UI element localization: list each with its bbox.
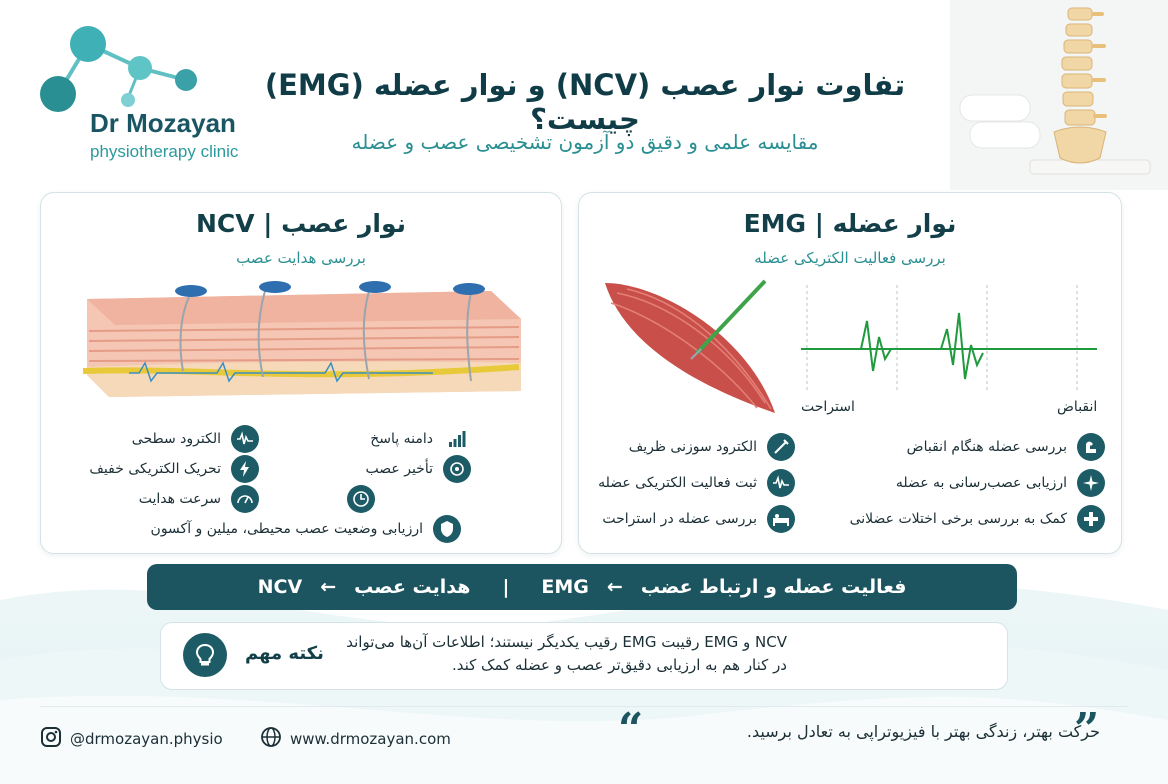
- emg-feature-disorders: کمک به بررسی برخی اختلات عضلانی: [850, 505, 1105, 533]
- page-subtitle: مقایسه علمی و دقیق دو آزمون تشخیصی عصب و…: [351, 130, 819, 154]
- footer-quote: حرکت بهتر، زندگی بهتر با فیزیوتراپی به ت…: [746, 722, 1100, 741]
- emg-label-contraction: انقباض: [1057, 399, 1098, 415]
- bed-icon: [767, 505, 795, 533]
- ncv-feature-stimulation: تحریک الکتریکی خفیف: [89, 455, 259, 483]
- website-link[interactable]: www.drmozayan.com: [260, 726, 451, 752]
- ncv-feature-latency: تأخیر عصب: [366, 455, 471, 483]
- ncv-card: NCV | نوار عصب بررسی هدایت عصب الکترود س…: [40, 192, 562, 554]
- needle-icon: [767, 433, 795, 461]
- ncv-feature-conduction-velocity: سرعت هدایت: [139, 485, 259, 513]
- ncv-feature-peripheral-nerve: ارزیابی وضعیت عصب محیطی، میلین و آکسون: [151, 515, 461, 543]
- note-text: NCV و EMG رقیبت EMG رقیب یکدیگر نیستند؛ …: [346, 633, 787, 674]
- emg-label-rest: استراحت: [801, 399, 855, 415]
- page-title: تفاوت نوار عصب (NCV) و نوار عضله (EMG) چ…: [264, 68, 906, 136]
- molecule-logo-icon: [40, 26, 197, 112]
- flexed-arm-icon: [1077, 433, 1105, 461]
- footer-divider: [40, 706, 1128, 707]
- lightning-icon: [231, 455, 259, 483]
- banner-emg-text: فعالیت عضله و ارتباط عضب: [640, 576, 907, 598]
- muscle-needle-illustration: [605, 279, 775, 413]
- instagram-icon: [40, 726, 62, 752]
- spark-icon: [1077, 469, 1105, 497]
- quote-close-icon: ”: [1074, 704, 1100, 755]
- summary-banner: فعالیت عضله و ارتباط عضب ← EMG | هدایت ع…: [147, 564, 1017, 610]
- emg-feature-needle-electrode: الکترود سوزنی ظریف: [629, 433, 795, 461]
- instagram-link[interactable]: @drmozayan.physio: [40, 726, 223, 752]
- lightbulb-icon: [183, 633, 227, 677]
- emg-title: EMG | نوار عضله: [743, 209, 957, 238]
- spine-model-image: [950, 0, 1168, 190]
- banner-ncv-abbr: NCV: [257, 576, 303, 598]
- banner-emg-abbr: EMG: [541, 576, 589, 598]
- ncv-title: NCV | نوار عصب: [195, 209, 407, 238]
- banner-arrow-emg: ←: [606, 576, 623, 598]
- emg-feature-contraction: بررسی عضله هنگام انقباض: [907, 433, 1105, 461]
- emg-signal-chart: [801, 285, 1097, 391]
- ncv-feature-clock: [347, 485, 375, 513]
- ncv-feature-surface-electrode: الکترود سطحی: [132, 425, 259, 453]
- banner-arrow-ncv: ←: [320, 576, 337, 598]
- nerve-tissue-illustration: [82, 281, 521, 397]
- emg-feature-record-activity: ثبت فعالیت الکتریکی عضله: [598, 469, 795, 497]
- globe-icon: [260, 726, 282, 752]
- banner-divider: |: [502, 576, 510, 598]
- speedometer-icon: [231, 485, 259, 513]
- shield-icon: [433, 515, 461, 543]
- clock-icon: [347, 485, 375, 513]
- waveform-icon: [231, 425, 259, 453]
- banner-ncv-text: هدایت عصب: [354, 576, 471, 598]
- ncv-feature-amplitude: دامنه پاسخ: [370, 425, 471, 453]
- emg-feature-innervation: ارزیابی عصب‌رسانی به عضله: [896, 469, 1105, 497]
- emg-card: EMG | نوار عضله بررسی فعالیت الکتریکی عض…: [578, 192, 1122, 554]
- clinic-logo: Dr Mozayan physiotherapy clinic: [28, 22, 288, 172]
- bar-chart-icon: [443, 425, 471, 453]
- target-icon: [443, 455, 471, 483]
- brand-tagline: physiotherapy clinic: [90, 142, 239, 161]
- emg-feature-rest: بررسی عضله در استراحت: [602, 505, 795, 533]
- plus-icon: [1077, 505, 1105, 533]
- important-note-box: NCV و EMG رقیبت EMG رقیب یکدیگر نیستند؛ …: [160, 622, 1008, 690]
- emg-subtitle: بررسی فعالیت الکتریکی عضله: [754, 249, 946, 267]
- ncv-subtitle: بررسی هدایت عصب: [236, 249, 366, 267]
- brand-name: Dr Mozayan: [90, 108, 236, 138]
- note-label: نکته مهم: [245, 643, 324, 664]
- waveform-icon: [767, 469, 795, 497]
- quote-open-icon: “: [618, 704, 644, 755]
